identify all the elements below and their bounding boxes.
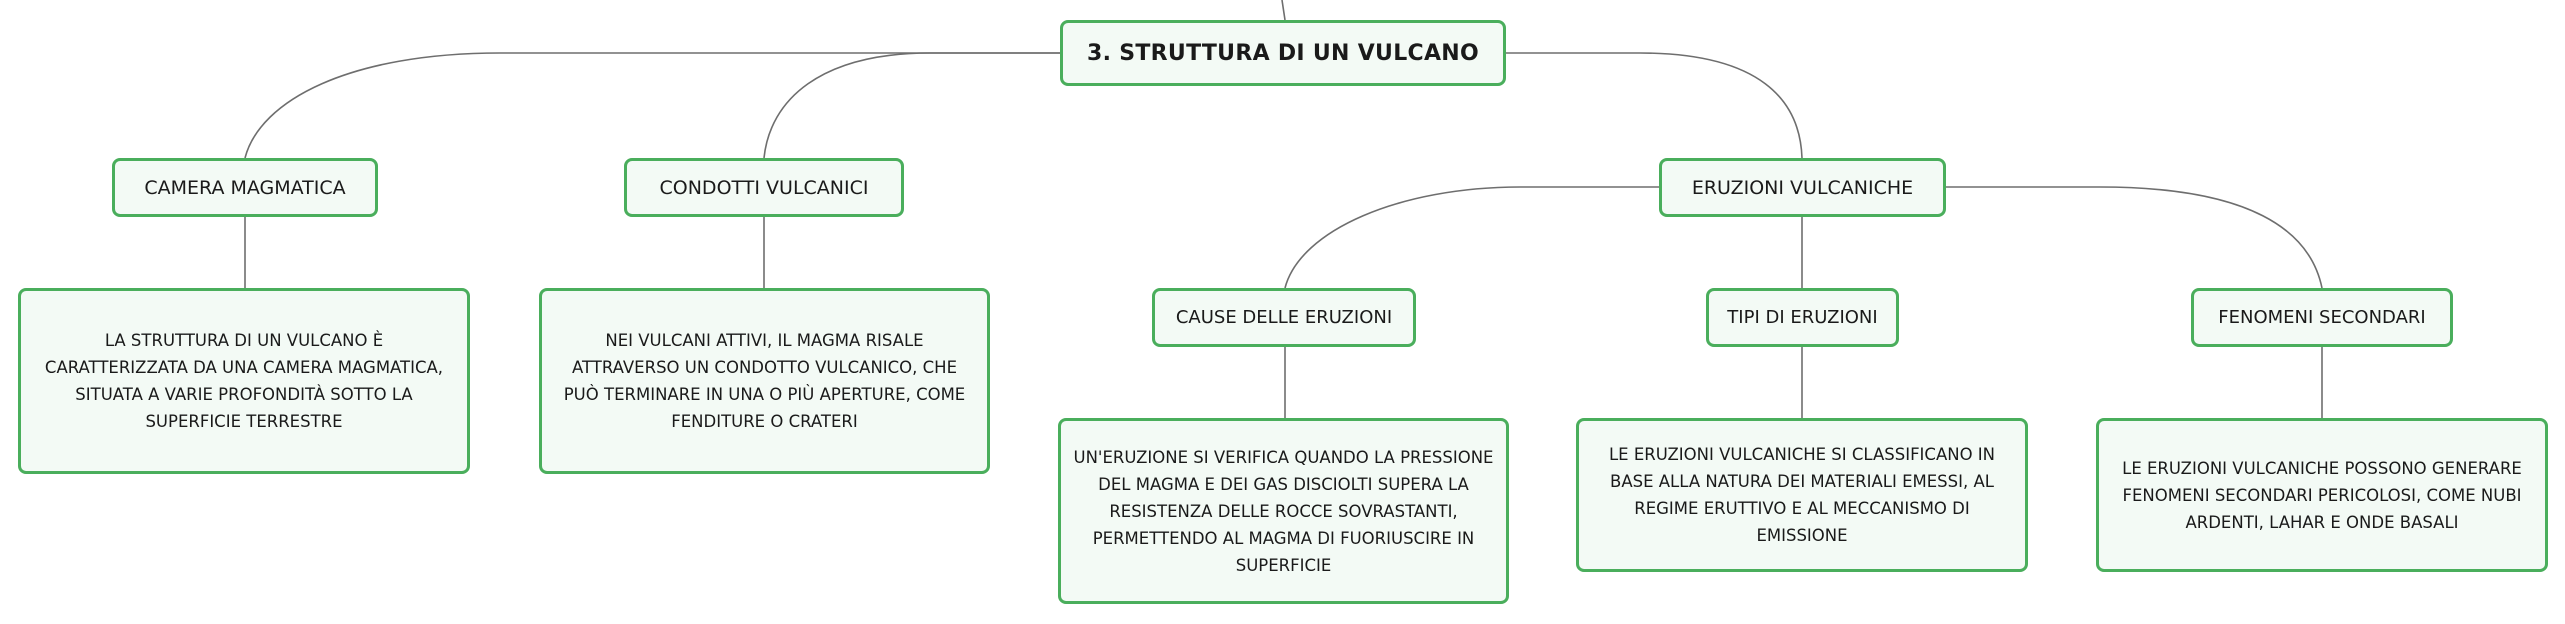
connector-root-parent [1281, 0, 1286, 21]
node-camera-text[interactable]: LA STRUTTURA DI UN VULCANO È CARATTERIZZ… [18, 288, 470, 474]
cause-text: UN'ERUZIONE SI VERIFICA QUANDO LA PRESSI… [1073, 447, 1494, 575]
fenomeni-text: LE ERUZIONI VULCANICHE POSSONO GENERARE … [2122, 458, 2522, 532]
connector-root-eruzioni [1505, 52, 1803, 159]
node-cause-text[interactable]: UN'ERUZIONE SI VERIFICA QUANDO LA PRESSI… [1058, 418, 1509, 604]
camera-title: CAMERA MAGMATICA [144, 176, 346, 199]
condotti-title: CONDOTTI VULCANICI [659, 176, 869, 199]
connector-eruzioni-fenomeni [1945, 186, 2323, 289]
cause-title: CAUSE DELLE ERUZIONI [1175, 307, 1393, 328]
root-title: 3. STRUTTURA DI UN VULCANO [1086, 40, 1480, 66]
node-tipi-eruzioni[interactable]: TIPI DI ERUZIONI [1706, 288, 1899, 347]
node-fenomeni-secondari[interactable]: FENOMENI SECONDARI [2191, 288, 2453, 347]
camera-text: LA STRUTTURA DI UN VULCANO È CARATTERIZZ… [44, 331, 444, 431]
root-node[interactable]: 3. STRUTTURA DI UN VULCANO [1060, 20, 1506, 86]
condotti-text: NEI VULCANI ATTIVI, IL MAGMA RISALE ATTR… [563, 331, 966, 431]
node-eruzioni-vulcaniche[interactable]: ERUZIONI VULCANICHE [1659, 158, 1946, 217]
eruzioni-title: ERUZIONI VULCANICHE [1691, 176, 1914, 199]
tipi-text: LE ERUZIONI VULCANICHE SI CLASSIFICANO I… [1608, 445, 1996, 545]
fenomeni-title: FENOMENI SECONDARI [2218, 307, 2426, 328]
connector-eruzioni-cause [1284, 186, 1660, 289]
connector-root-condotti [763, 52, 1060, 159]
node-camera-magmatica[interactable]: CAMERA MAGMATICA [112, 158, 378, 217]
node-condotti-vulcanici[interactable]: CONDOTTI VULCANICI [624, 158, 904, 217]
connector-root-camera [244, 52, 1060, 159]
node-condotti-text[interactable]: NEI VULCANI ATTIVI, IL MAGMA RISALE ATTR… [539, 288, 990, 474]
node-cause-eruzioni[interactable]: CAUSE DELLE ERUZIONI [1152, 288, 1416, 347]
tipi-title: TIPI DI ERUZIONI [1727, 307, 1878, 328]
node-tipi-text[interactable]: LE ERUZIONI VULCANICHE SI CLASSIFICANO I… [1576, 418, 2028, 572]
node-fenomeni-text[interactable]: LE ERUZIONI VULCANICHE POSSONO GENERARE … [2096, 418, 2548, 572]
